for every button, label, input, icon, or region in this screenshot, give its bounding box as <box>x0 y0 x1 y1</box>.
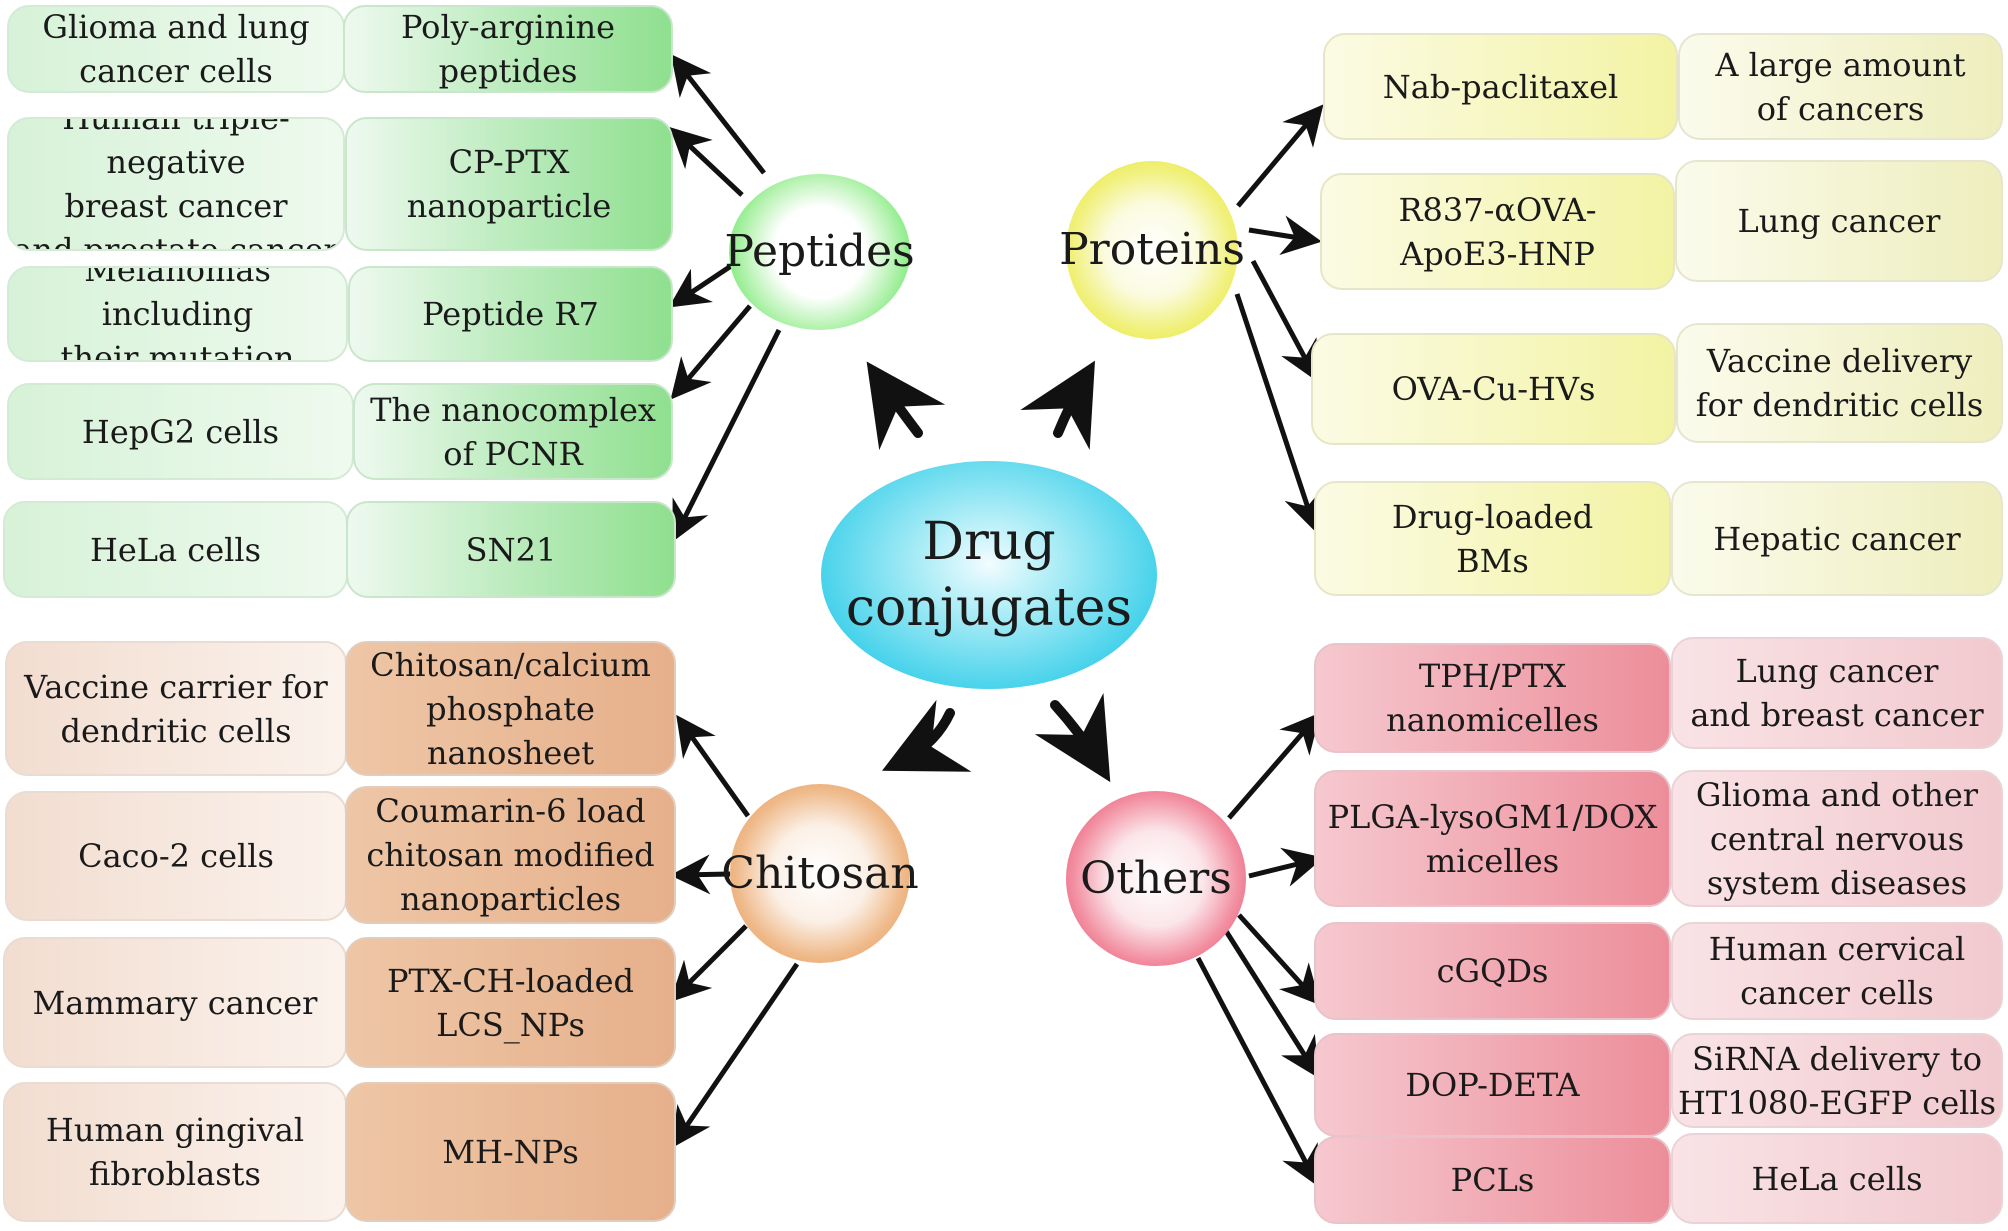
peptides-arrow-5 <box>672 328 782 542</box>
chitosan-arrow-2 <box>670 854 731 895</box>
others-arrow-3 <box>1237 913 1321 1006</box>
others-carrier-4: DOP-DETA <box>1314 1033 1671 1137</box>
peptides-carrier-5: SN21 <box>346 501 676 598</box>
others-arrow-4 <box>1223 929 1320 1079</box>
proteins-target-2: Lung cancer <box>1675 160 2003 282</box>
proteins-target-4: Hepatic cancer <box>1671 481 2003 596</box>
chitosan-carrier-4: MH-NPs <box>345 1082 676 1222</box>
peptides-arrow-4 <box>670 304 752 400</box>
chitosan-target-2: Caco-2 cells <box>5 791 347 921</box>
proteins-node: Proteins <box>1059 161 1245 339</box>
others-arrow-1 <box>1227 712 1321 820</box>
peptides-target-3: Melanomas including their mutation <box>7 266 348 362</box>
proteins-target-3: Vaccine delivery for dendritic cells <box>1676 323 2003 443</box>
peptides-carrier-2: CP-PTX nanoparticle <box>345 117 673 251</box>
peptides-node: Peptides <box>724 174 915 330</box>
peptides-target-2: Human triple-negative breast cancer and … <box>7 117 345 251</box>
chitosan-target-4: Human gingival fibroblasts <box>3 1082 347 1222</box>
others-target-2: Glioma and other central nervous system … <box>1671 770 2003 907</box>
others-node: Others <box>1066 791 1246 966</box>
chitosan-arrow-1 <box>676 714 751 818</box>
others-target-3: Human cervical cancer cells <box>1671 922 2003 1020</box>
others-carrier-1: TPH/PTX nanomicelles <box>1314 643 1671 753</box>
others-target-4: SiRNA delivery to HT1080-EGFP cells <box>1671 1033 2003 1128</box>
others-target-5: HeLa cells <box>1671 1133 2003 1224</box>
proteins-carrier-3: OVA-Cu-HVs <box>1311 333 1676 445</box>
peptides-target-1: Glioma and lung cancer cells <box>7 5 345 93</box>
center-to-proteins-arrow <box>1020 360 1095 450</box>
proteins-arrow-2 <box>1248 215 1322 256</box>
proteins-carrier-1: Nab-paclitaxel <box>1323 33 1678 140</box>
peptides-arrow-1 <box>670 54 766 175</box>
center-to-chitosan-arrow <box>882 699 972 772</box>
others-carrier-2: PLGA-lysoGM1/DOX micelles <box>1314 770 1671 907</box>
others-carrier-3: cGQDs <box>1314 922 1671 1020</box>
proteins-arrow-4 <box>1234 293 1323 533</box>
chitosan-carrier-2: Coumarin-6 load chitosan modified nanopa… <box>345 786 676 924</box>
chitosan-carrier-1: Chitosan/calcium phosphate nanosheet <box>345 641 676 776</box>
others-carrier-5: PCLs <box>1314 1136 1671 1224</box>
peptides-carrier-3: Peptide R7 <box>348 266 673 362</box>
peptides-carrier-4: The nanocomplex of PCNR <box>353 383 673 480</box>
proteins-target-1: A large amount of cancers <box>1678 33 2003 140</box>
proteins-carrier-2: R837-αOVA- ApoE3-HNP <box>1320 173 1675 290</box>
chitosan-arrow-3 <box>669 924 748 1003</box>
chitosan-carrier-3: PTX-CH-loaded LCS_NPs <box>345 937 676 1068</box>
chitosan-target-1: Vaccine carrier for dendritic cells <box>5 641 347 776</box>
proteins-arrow-1 <box>1236 104 1324 208</box>
center-to-others-arrow <box>1034 692 1111 783</box>
center-to-peptides-arrow <box>866 361 946 451</box>
peptides-target-4: HepG2 cells <box>7 383 354 480</box>
peptides-target-5: HeLa cells <box>3 501 348 598</box>
others-arrow-2 <box>1248 847 1324 887</box>
others-arrow-5 <box>1195 956 1319 1187</box>
peptides-arrow-3 <box>668 259 739 308</box>
drug-conjugates-node: Drug conjugates <box>821 461 1157 689</box>
chitosan-node: Chitosan <box>721 784 919 963</box>
peptides-carrier-1: Poly-arginine peptides <box>343 5 673 93</box>
chitosan-arrow-4 <box>671 962 800 1149</box>
proteins-arrow-3 <box>1250 259 1318 382</box>
others-target-1: Lung cancer and breast cancer <box>1671 637 2003 749</box>
chitosan-target-3: Mammary cancer <box>3 937 347 1068</box>
peptides-arrow-2 <box>669 127 744 197</box>
proteins-carrier-4: Drug-loaded BMs <box>1314 481 1671 596</box>
